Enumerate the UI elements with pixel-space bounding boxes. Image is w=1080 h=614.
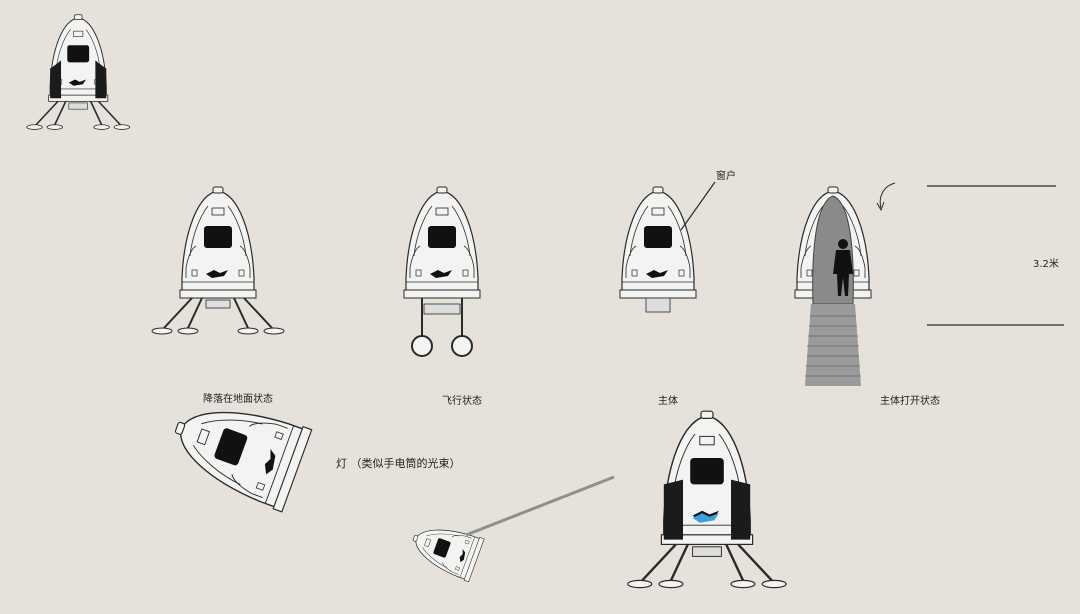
capsule-final xyxy=(626,410,788,589)
light-beam xyxy=(465,475,615,537)
height-label: 3.2米 xyxy=(1033,259,1059,270)
caption-landed: 降落在地面状态 xyxy=(203,394,273,405)
bird-logo-icon xyxy=(692,513,719,523)
person-silhouette-icon xyxy=(833,239,853,296)
capsule-open xyxy=(794,186,872,386)
capsule-flight xyxy=(403,186,481,357)
caption-body: 主体 xyxy=(658,396,678,407)
caption-open: 主体打开状态 xyxy=(880,396,940,407)
light-label: 灯 （类似手电筒的光束） xyxy=(336,457,461,470)
caption-flight: 飞行状态 xyxy=(442,396,482,407)
window-leader-line xyxy=(680,181,716,231)
window-label: 窗户 xyxy=(716,171,736,182)
capsule-landed xyxy=(151,186,285,335)
capsule-body xyxy=(619,186,697,313)
capsule-tilted-small xyxy=(405,515,485,583)
capsule-dark-small xyxy=(25,14,131,131)
curved-down-arrow-icon xyxy=(879,182,896,209)
